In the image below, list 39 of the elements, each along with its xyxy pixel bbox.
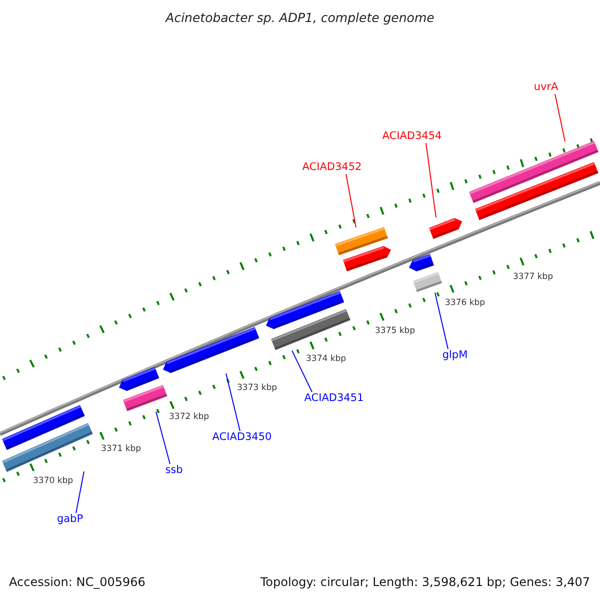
gene-feature-block xyxy=(119,367,160,392)
accession-text: Accession: NC_005966 xyxy=(9,575,146,589)
leader-line xyxy=(226,372,240,432)
gene-label: ACIAD3452 xyxy=(302,161,362,174)
gene-label: ACIAD3450 xyxy=(212,431,272,444)
scale-label: 3371 kbp xyxy=(101,444,142,454)
gene-label: ssb xyxy=(165,464,183,477)
gene-feature-block xyxy=(2,405,84,450)
diagram-title: Acinetobacter sp. ADP1, complete genome xyxy=(166,10,434,25)
scale-label: 3373 kbp xyxy=(237,383,278,393)
leader-line xyxy=(292,350,312,392)
leader-line xyxy=(426,142,436,218)
leader-line xyxy=(346,174,356,228)
gene-feature-block xyxy=(122,385,168,412)
gene-feature-block xyxy=(343,246,391,272)
gene-label: glpM xyxy=(442,349,468,362)
gene-feature-block xyxy=(468,141,598,204)
gene-feature-block xyxy=(409,254,434,272)
gene-label: gabP xyxy=(56,513,84,526)
scale-label: 3375 kbp xyxy=(375,326,416,336)
gene-label: ACIAD3454 xyxy=(382,130,442,143)
genome-stats-text: Topology: circular; Length: 3,598,621 bp; Genes: 3,407 xyxy=(260,575,590,589)
gene-feature-block xyxy=(163,327,260,374)
gene-label: ACIAD3451 xyxy=(304,392,364,405)
gene-feature-block xyxy=(428,218,462,239)
leader-line xyxy=(156,411,170,464)
leader-line xyxy=(76,471,84,514)
gene-feature-block xyxy=(412,272,442,293)
scale-label: 3372 kbp xyxy=(169,412,210,422)
gene-feature-block xyxy=(2,422,92,472)
scale-label: 3377 kbp xyxy=(513,272,554,282)
gene-feature-block xyxy=(266,291,344,330)
gene-label: uvrA xyxy=(534,81,558,94)
gene-feature-block xyxy=(474,162,598,221)
scale-label: 3374 kbp xyxy=(306,354,346,364)
scale-label: 3376 kbp xyxy=(445,298,486,308)
gene-feature-block xyxy=(335,227,388,256)
gene-feature-block xyxy=(270,309,350,351)
leader-line xyxy=(434,292,448,350)
